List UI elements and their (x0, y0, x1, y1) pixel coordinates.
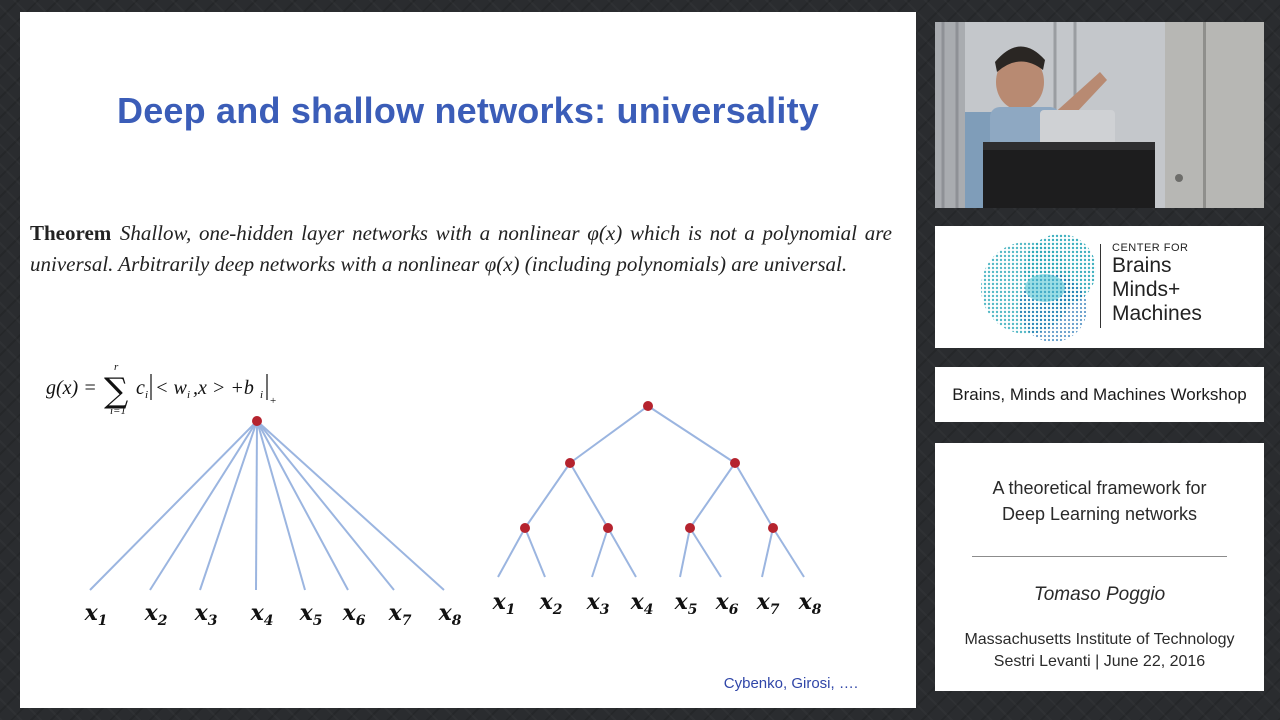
deep-edge (524, 527, 546, 578)
formula: g(x) = ∑ r i=1 c i < w i ,x > +b i + (46, 361, 276, 417)
shallow-edge (149, 420, 258, 591)
svg-text:i: i (145, 389, 148, 401)
venue-date: Sestri Levanti | June 22, 2016 (993, 653, 1206, 670)
talk-divider (972, 556, 1227, 557)
deep-edge (689, 527, 722, 578)
svg-text:r: r (114, 361, 119, 373)
shallow-edge (256, 420, 445, 591)
deep-hidden-node (643, 401, 653, 411)
shallow-input-label: x6 (342, 600, 366, 629)
deep-edge (591, 527, 609, 578)
svg-text:c: c (136, 377, 145, 399)
svg-text:g(x) =: g(x) = (46, 377, 97, 399)
cbmm-logo-text: CENTER FOR Brains Minds+ Machines (1112, 242, 1202, 326)
shallow-edge (89, 420, 258, 591)
shallow-hidden-node (252, 416, 262, 426)
talk-title-line2: Deep Learning networks (1001, 504, 1198, 524)
deep-edge (734, 462, 774, 529)
deep-hidden-node (730, 458, 740, 468)
svg-text:< w: < w (155, 377, 187, 399)
svg-text:i: i (260, 389, 263, 401)
talk-title: A theoretical framework for Deep Learnin… (935, 475, 1264, 527)
speaker-video[interactable] (935, 22, 1264, 208)
workshop-card: Brains, Minds and Machines Workshop (935, 367, 1264, 422)
deep-input-label: x8 (798, 589, 822, 618)
talk-venue: Massachusetts Institute of Technology Se… (935, 629, 1264, 673)
deep-edge (524, 462, 571, 529)
shallow-input-label: x7 (388, 600, 412, 629)
svg-text:∑: ∑ (104, 371, 128, 411)
logo-machines: Machines (1112, 302, 1202, 325)
talk-card: A theoretical framework for Deep Learnin… (935, 443, 1264, 691)
deep-input-label: x5 (674, 589, 698, 618)
logo-minds: Minds+ (1112, 278, 1181, 301)
deep-edge (772, 527, 805, 578)
logo-brains: Brains (1112, 254, 1172, 277)
deep-input-label: x3 (586, 589, 610, 618)
shallow-edge (256, 420, 349, 591)
deep-edge (689, 462, 736, 529)
deep-input-label: x6 (715, 589, 739, 618)
slide: Deep and shallow networks: universality … (20, 12, 916, 708)
deep-edge (679, 527, 691, 578)
deep-input-label: x2 (539, 589, 563, 618)
deep-hidden-node (603, 523, 613, 533)
shallow-input-label: x4 (250, 600, 274, 629)
shallow-edge (256, 420, 306, 591)
deep-edge (647, 405, 736, 464)
cbmm-logo-icon (981, 234, 1096, 342)
deep-edge (497, 527, 526, 578)
deep-edge (607, 527, 637, 578)
workshop-name: Brains, Minds and Machines Workshop (952, 384, 1247, 404)
cbmm-logo-card: CENTER FOR Brains Minds+ Machines (935, 226, 1264, 348)
slide-title: Deep and shallow networks: universality (117, 90, 819, 131)
deep-hidden-node (520, 523, 530, 533)
logo-center-for: CENTER FOR (1112, 242, 1189, 254)
shallow-edge (199, 420, 258, 591)
talk-title-line1: A theoretical framework for (992, 478, 1207, 498)
deep-edge (569, 462, 609, 529)
shallow-edge (255, 420, 258, 591)
deep-edge (569, 405, 649, 464)
shallow-input-label: x8 (438, 600, 462, 629)
shallow-input-label: x1 (84, 600, 108, 629)
deep-input-label: x7 (756, 589, 780, 618)
speaker-name: Tomaso Poggio (1033, 584, 1166, 605)
theorem-text: Theorem Shallow, one-hidden layer networ… (30, 218, 892, 280)
svg-text:i: i (187, 389, 190, 401)
deep-input-label: x4 (630, 589, 654, 618)
citation: Cybenko, Girosi, …. (723, 675, 858, 692)
deep-edge (761, 527, 774, 578)
institution: Massachusetts Institute of Technology (964, 631, 1235, 648)
shallow-edge (256, 420, 395, 591)
shallow-network: x1 x2 x3 x4 x5 x6 x7 x8 (84, 416, 462, 629)
theorem-body: Shallow, one-hidden layer networks with … (30, 221, 892, 276)
shallow-input-label: x2 (144, 600, 168, 629)
shallow-input-label: x3 (194, 600, 218, 629)
svg-text:i=1: i=1 (110, 405, 126, 417)
logo-divider (1100, 244, 1101, 328)
deep-network: x1 x2 x3 x4 x5 x6 x7 x8 (492, 401, 822, 618)
deep-input-label: x1 (492, 589, 516, 618)
speaker-video-frame (935, 22, 1264, 208)
svg-text:,x > +b: ,x > +b (193, 377, 254, 399)
shallow-input-label: x5 (299, 600, 323, 629)
theorem-label: Theorem (30, 221, 112, 245)
svg-text:+: + (270, 395, 276, 407)
deep-hidden-node (685, 523, 695, 533)
deep-hidden-node (768, 523, 778, 533)
deep-hidden-node (565, 458, 575, 468)
